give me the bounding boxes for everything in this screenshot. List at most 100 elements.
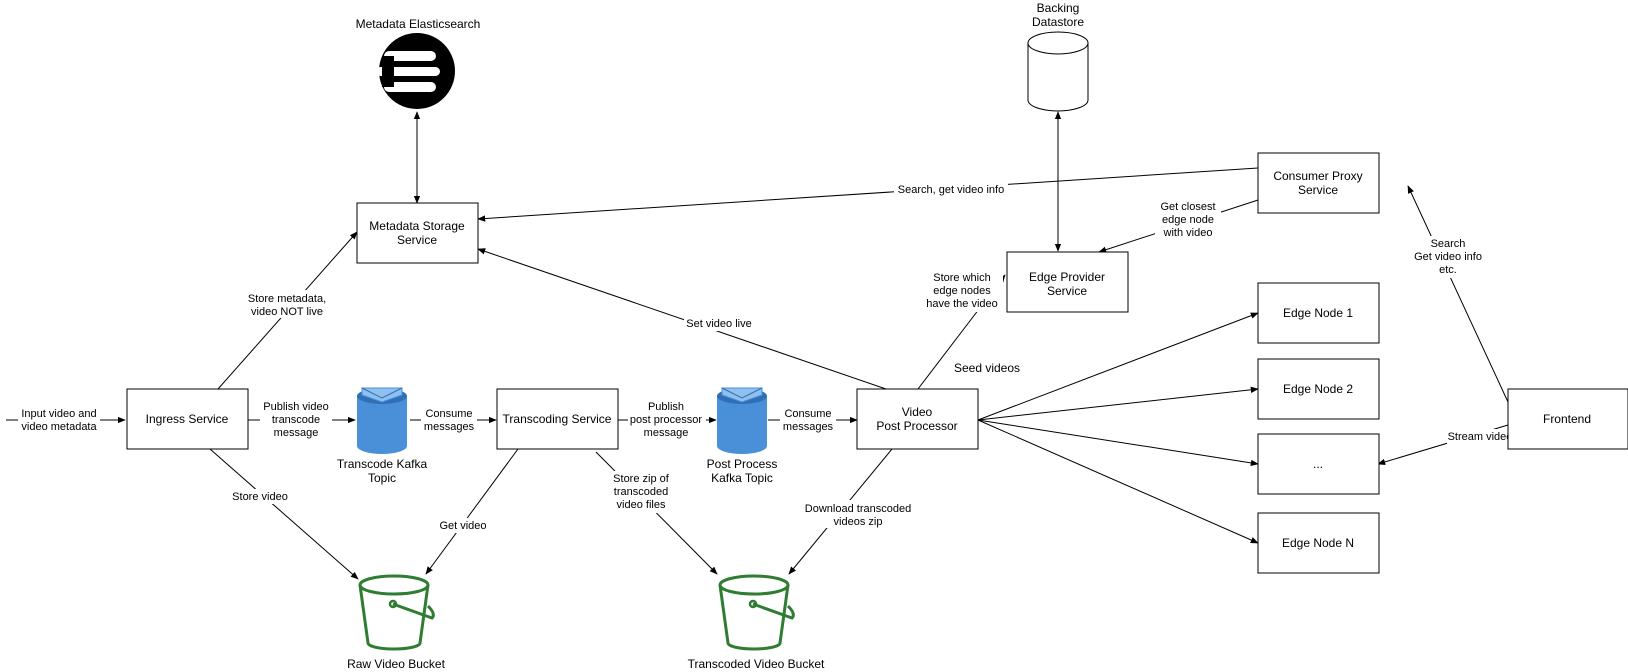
edge-postprocessor-to-edgenode1	[977, 312, 1259, 421]
edge-postprocessor-to-edgenodedots	[977, 419, 1259, 467]
label-store-metadata-line1: Store metadata,	[248, 293, 326, 305]
label-get-closest-line2: edge node	[1162, 214, 1214, 226]
edge-node-1-label: Edge Node 1	[1283, 306, 1353, 320]
node-edge-node-n[interactable]: Edge Node N	[1257, 512, 1380, 574]
consumer-proxy-label-line2: Service	[1298, 183, 1338, 197]
label-consume-2-line1: Consume	[784, 408, 831, 420]
label-set-live-text: Set video live	[686, 318, 751, 330]
edge-ingress-to-rawbucket	[209, 448, 359, 580]
frontend-label: Frontend	[1543, 412, 1591, 426]
label-publish-post: Publish post processor message	[628, 399, 706, 441]
label-store-edge-nodes: Store which edge nodes have the video	[921, 270, 1003, 312]
edge-postprocessor-to-metadata	[477, 248, 887, 390]
node-transcode-kafka-topic[interactable]: Transcode Kafka Topic	[337, 387, 428, 485]
metadata-storage-label-line1: Metadata Storage	[369, 219, 465, 233]
node-ingress-service[interactable]: Ingress Service	[126, 388, 249, 450]
edge-node-2-label: Edge Node 2	[1283, 382, 1353, 396]
label-stream-video-text: Stream video	[1448, 431, 1513, 443]
label-store-zip-line2: transcoded	[614, 486, 668, 498]
raw-video-bucket-label: Raw Video Bucket	[347, 657, 446, 671]
label-consume-1: Consume messages	[421, 405, 477, 433]
edge-postprocessor-to-edgenoden	[977, 419, 1259, 544]
label-search-get-info: Search, get video info	[894, 182, 1008, 197]
elasticsearch-label: Metadata Elasticsearch	[356, 17, 481, 31]
post-process-kafka-label-line2: Kafka Topic	[711, 471, 773, 485]
label-publish-transcode: Publish video transcode message	[260, 399, 332, 441]
edge-provider-label-line2: Service	[1047, 284, 1087, 298]
label-store-edge-nodes-line1: Store which	[933, 272, 990, 284]
label-publish-post-line1: Publish	[648, 401, 684, 413]
label-input: Input video and video metadata	[18, 405, 100, 433]
label-consume-1-line1: Consume	[425, 408, 472, 420]
label-download-zip: Download transcoded videos zip	[800, 500, 916, 528]
label-get-closest-line1: Get closest	[1160, 201, 1215, 213]
bucket-icon	[718, 574, 795, 651]
node-backing-datastore[interactable]: Backing Datastore	[1027, 1, 1089, 112]
node-consumer-proxy-service[interactable]: Consumer Proxy Service	[1257, 152, 1380, 214]
label-store-metadata-line2: video NOT live	[251, 306, 323, 318]
node-edge-node-dots[interactable]: ...	[1257, 433, 1380, 495]
node-raw-video-bucket[interactable]: Raw Video Bucket	[347, 574, 446, 671]
label-stream-video: Stream video	[1447, 429, 1513, 444]
label-publish-transcode-line2: transcode	[272, 414, 320, 426]
node-transcoded-video-bucket[interactable]: Transcoded Video Bucket	[688, 574, 825, 671]
label-store-video-text: Store video	[232, 491, 288, 503]
post-process-kafka-label-line1: Post Process	[707, 457, 778, 471]
node-edge-node-1[interactable]: Edge Node 1	[1257, 282, 1380, 344]
transcoded-video-bucket-label: Transcoded Video Bucket	[688, 657, 825, 671]
kafka-queue-icon	[717, 387, 767, 454]
label-store-edge-nodes-line2: edge nodes	[933, 285, 991, 297]
database-icon	[1027, 31, 1089, 112]
video-post-processor-label-line2: Post Processor	[876, 419, 957, 433]
label-publish-post-line3: message	[644, 427, 689, 439]
label-search-frontend: Search Get video info etc.	[1410, 236, 1486, 278]
node-video-post-processor[interactable]: Video Post Processor	[856, 388, 979, 450]
node-frontend[interactable]: Frontend	[1507, 388, 1628, 450]
node-edge-provider-service[interactable]: Edge Provider Service	[1006, 251, 1129, 313]
label-search-frontend-line3: etc.	[1439, 264, 1457, 276]
datastore-label-line2: Datastore	[1032, 15, 1084, 29]
transcoding-service-label: Transcoding Service	[503, 412, 612, 426]
node-metadata-storage-service[interactable]: Metadata Storage Service	[356, 202, 479, 264]
metadata-storage-label-line2: Service	[397, 233, 437, 247]
label-search-get-info-text: Search, get video info	[898, 184, 1004, 196]
label-download-zip-line2: videos zip	[834, 516, 883, 528]
label-input-line1: Input video and	[21, 408, 96, 420]
datastore-label-line1: Backing	[1037, 1, 1080, 15]
edge-postprocessor-to-edgenode2	[977, 386, 1259, 421]
label-get-video-text: Get video	[439, 520, 486, 532]
transcode-kafka-label-line1: Transcode Kafka	[337, 457, 428, 471]
label-download-zip-line1: Download transcoded	[805, 503, 911, 515]
label-search-frontend-line2: Get video info	[1414, 251, 1482, 263]
label-seed-videos: Seed videos	[954, 361, 1020, 375]
label-consume-1-line2: messages	[424, 421, 475, 433]
edge-transcoding-to-rawbucket	[425, 448, 519, 575]
label-publish-transcode-line3: message	[274, 427, 319, 439]
label-consume-2: Consume messages	[780, 405, 836, 433]
node-transcoding-service[interactable]: Transcoding Service	[496, 388, 619, 450]
label-publish-transcode-line1: Publish video	[263, 401, 328, 413]
edge-node-dots-label: ...	[1313, 457, 1323, 471]
edge-provider-label-line1: Edge Provider	[1029, 270, 1105, 284]
label-get-closest-line3: with video	[1163, 227, 1213, 239]
node-metadata-elasticsearch[interactable]: Metadata Elasticsearch	[356, 17, 481, 109]
label-get-video: Get video	[437, 518, 489, 533]
node-edge-node-2[interactable]: Edge Node 2	[1257, 358, 1380, 420]
label-publish-post-line2: post processor	[630, 414, 702, 426]
label-store-zip: Store zip of transcoded video files	[608, 471, 674, 513]
label-input-line2: video metadata	[21, 421, 97, 433]
edge-labels: Input video and video metadata Store met…	[18, 182, 1513, 533]
video-post-processor-label-line1: Video	[902, 405, 933, 419]
transcode-kafka-label-line2: Topic	[368, 471, 396, 485]
label-get-closest: Get closest edge node with video	[1155, 199, 1221, 241]
label-store-metadata: Store metadata, video NOT live	[246, 290, 328, 318]
label-set-live: Set video live	[684, 316, 756, 331]
label-store-zip-line1: Store zip of	[613, 473, 670, 485]
label-search-frontend-line1: Search	[1431, 238, 1466, 250]
edge-consumerproxy-to-metadata	[477, 167, 1259, 222]
label-store-zip-line3: video files	[617, 499, 666, 511]
node-post-process-kafka-topic[interactable]: Post Process Kafka Topic	[707, 387, 778, 485]
ingress-service-label: Ingress Service	[146, 412, 229, 426]
edge-frontend-to-consumerproxy	[1407, 185, 1509, 403]
